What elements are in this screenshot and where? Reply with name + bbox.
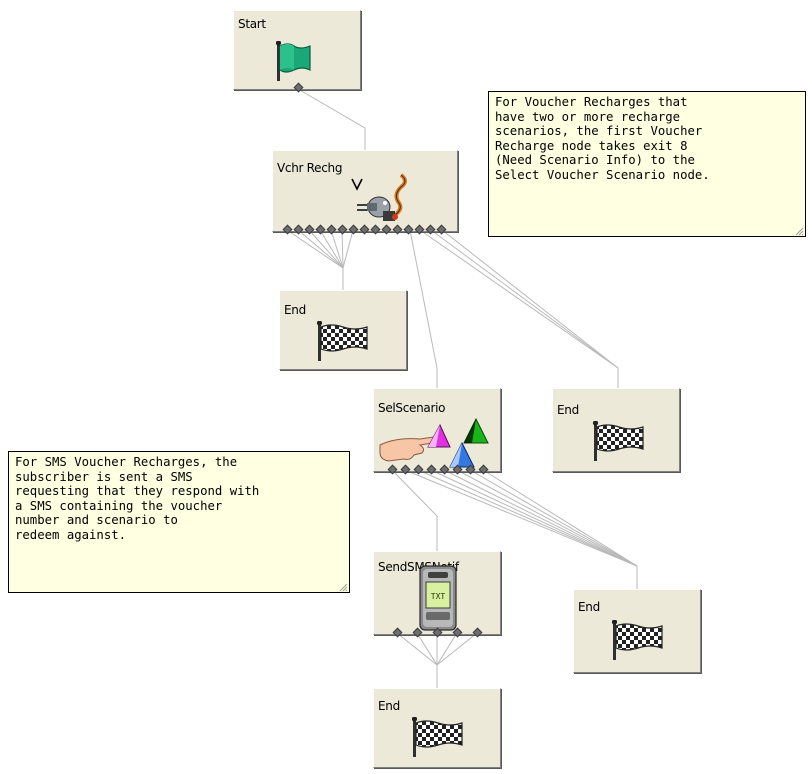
- voucher-recharge-note-text: For Voucher Recharges that have two or m…: [495, 95, 710, 182]
- svg-text:TXT: TXT: [431, 592, 446, 601]
- end-node-d-label: End: [578, 600, 600, 614]
- exit-port[interactable]: [348, 224, 359, 235]
- voucher-recharge-node-label: Vchr Rechg: [277, 161, 343, 175]
- voucher-recharge-node[interactable]: Vchr Rechg: [272, 150, 458, 235]
- voucher-recharge-plug-icon: [343, 173, 413, 233]
- exit-port[interactable]: [452, 464, 463, 475]
- exit-port[interactable]: [425, 224, 436, 235]
- resize-grip-icon[interactable]: [794, 225, 804, 236]
- exit-port[interactable]: [387, 464, 398, 475]
- exit-port[interactable]: [414, 224, 425, 235]
- exit-port[interactable]: [465, 464, 476, 475]
- end-node-c-label: End: [378, 699, 400, 713]
- end-node-b-label: End: [557, 403, 579, 417]
- end-node-b[interactable]: End: [552, 388, 680, 472]
- checkered-end-flag-icon: [410, 716, 466, 761]
- checkered-end-flag-icon: [315, 320, 371, 365]
- exit-port[interactable]: [472, 627, 483, 638]
- exit-port[interactable]: [359, 224, 370, 235]
- exit-port[interactable]: [282, 224, 293, 235]
- exit-port[interactable]: [337, 224, 348, 235]
- exit-port[interactable]: [439, 464, 450, 475]
- start-node-exits: [234, 82, 360, 94]
- exit-port[interactable]: [400, 464, 411, 475]
- exit-port[interactable]: [426, 464, 437, 475]
- exit-port[interactable]: [381, 224, 392, 235]
- start-node-label: Start: [238, 17, 266, 31]
- exit-port[interactable]: [436, 224, 447, 235]
- voucher-recharge-node-exits: [273, 224, 457, 236]
- select-scenario-node-label: SelScenario: [378, 401, 446, 415]
- sms-voucher-note[interactable]: For SMS Voucher Recharges, the subscribe…: [8, 451, 350, 593]
- exit-port[interactable]: [304, 224, 315, 235]
- voucher-recharge-note[interactable]: For Voucher Recharges that have two or m…: [488, 91, 806, 237]
- checkered-end-flag-icon: [610, 619, 666, 664]
- exit-port[interactable]: [315, 224, 326, 235]
- end-node-c[interactable]: End: [373, 688, 501, 768]
- exit-port[interactable]: [452, 627, 463, 638]
- hand-selecting-scenario-icon: [376, 415, 500, 475]
- resize-grip-icon[interactable]: [338, 581, 348, 592]
- exit-port[interactable]: [478, 464, 489, 475]
- sms-txt-phone-icon: TXT: [416, 564, 460, 636]
- send-sms-notif-node[interactable]: SendSMSNotif TXT: [373, 551, 501, 638]
- end-node-a[interactable]: End: [279, 290, 407, 370]
- exit-port[interactable]: [293, 224, 304, 235]
- end-node-d[interactable]: End: [573, 589, 701, 673]
- select-scenario-node[interactable]: SelScenario: [373, 388, 501, 475]
- exit-port[interactable]: [403, 224, 414, 235]
- exit-port[interactable]: [392, 627, 403, 638]
- end-node-a-label: End: [284, 303, 306, 317]
- start-node[interactable]: Start: [233, 10, 361, 93]
- exit-port[interactable]: [432, 627, 443, 638]
- select-scenario-node-exits: [374, 464, 500, 476]
- exit-port[interactable]: [293, 82, 304, 93]
- checkered-end-flag-icon: [591, 420, 647, 465]
- exit-port[interactable]: [370, 224, 381, 235]
- sms-voucher-note-text: For SMS Voucher Recharges, the subscribe…: [15, 455, 260, 542]
- green-start-flag-icon: [274, 40, 316, 85]
- exit-port[interactable]: [413, 464, 424, 475]
- send-sms-notif-node-exits: [374, 627, 500, 639]
- exit-port[interactable]: [326, 224, 337, 235]
- exit-port[interactable]: [412, 627, 423, 638]
- exit-port[interactable]: [392, 224, 403, 235]
